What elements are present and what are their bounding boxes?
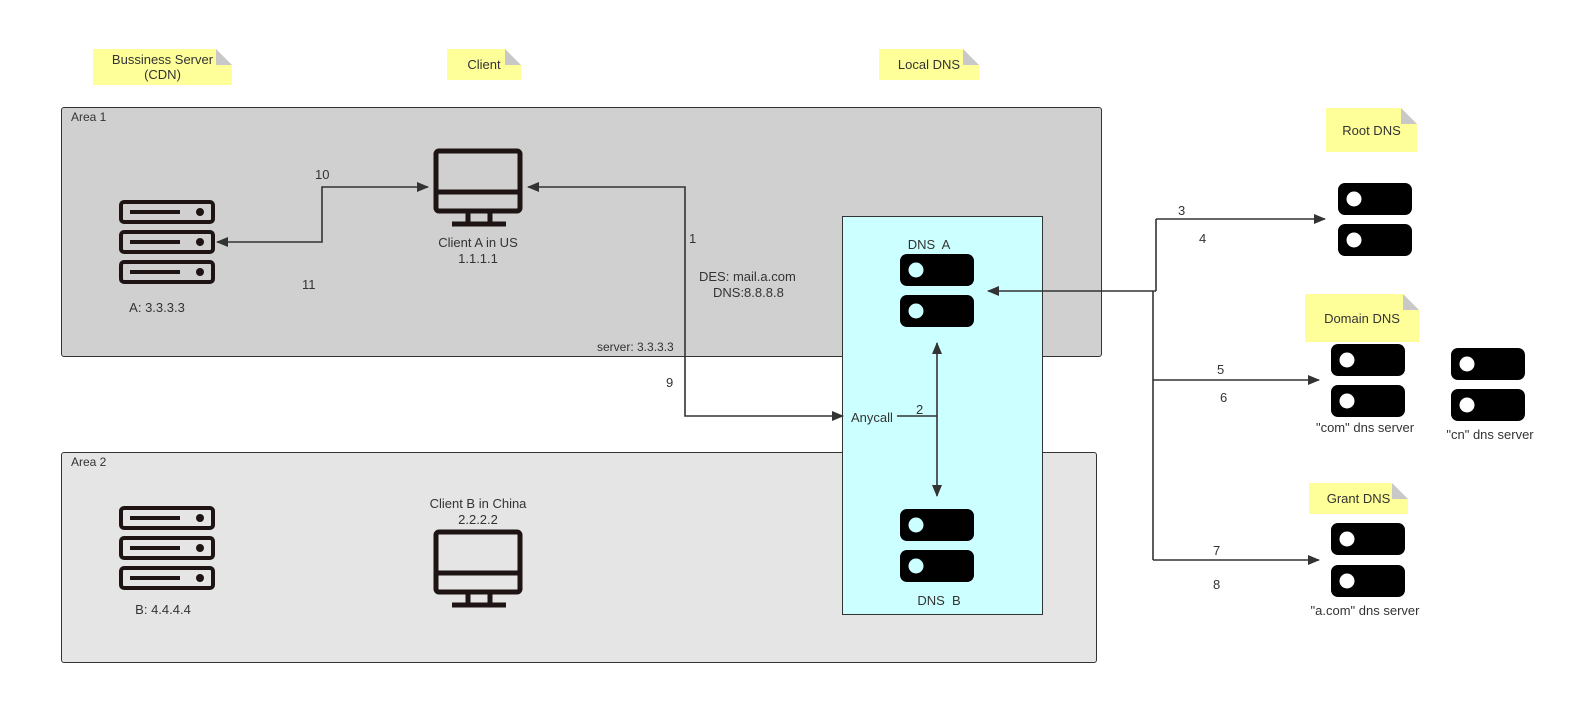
com-dns-server-icon (1331, 344, 1405, 417)
note-client: Client (447, 49, 521, 80)
com-dns-server-label: "com" dns server (1315, 420, 1415, 435)
acom-dns-server-icon (1331, 523, 1405, 597)
client-a-ip: 1.1.1.1 (458, 251, 498, 266)
dns-b-server-icon (900, 509, 974, 582)
step-9: 9 (666, 375, 674, 390)
client-b-ip: 2.2.2.2 (458, 512, 498, 527)
rack-server-b-icon (119, 506, 215, 590)
step-4: 4 (1199, 231, 1207, 246)
step-2: 2 (916, 402, 924, 417)
dns-a-label: DNS A (907, 237, 951, 252)
client-b-name: Client B in China (429, 496, 527, 511)
cn-dns-server-icon (1451, 348, 1525, 421)
dns-b-label: DNS B (917, 593, 961, 608)
step-5: 5 (1217, 362, 1225, 377)
step-3: 3 (1178, 203, 1186, 218)
cn-dns-server-label: "cn" dns server (1446, 427, 1534, 442)
note-domain-dns: Domain DNS (1305, 294, 1419, 342)
monitor-client-a-icon (433, 148, 523, 227)
step-11: 11 (302, 277, 316, 292)
note-business-server-text: Bussiness Server (CDN) (111, 52, 214, 82)
note-root-dns-text: Root DNS (1342, 122, 1401, 138)
area-1-label: Area 1 (71, 110, 107, 124)
root-dns-server-icon (1338, 183, 1412, 256)
note-local-dns-text: Local DNS (897, 57, 961, 72)
annotation-dns: DNS:8.8.8.8 (713, 285, 784, 300)
note-domain-dns-text: Domain DNS (1324, 310, 1400, 326)
step-8: 8 (1213, 577, 1221, 592)
server-b-label: B: 4.4.4.4 (135, 602, 191, 617)
rack-server-a-icon (119, 200, 215, 284)
note-business-server: Bussiness Server (CDN) (93, 49, 232, 85)
edge-server-a-client-a (216, 182, 429, 247)
note-client-text: Client (467, 57, 501, 72)
anycall-label: Anycall (851, 410, 893, 425)
area-2-label: Area 2 (71, 455, 107, 469)
note-grant-dns-text: Grant DNS (1326, 491, 1391, 506)
dns-a-server-icon (900, 254, 974, 327)
server-a-label: A: 3.3.3.3 (129, 300, 185, 315)
note-grant-dns: Grant DNS (1309, 483, 1408, 514)
note-local-dns: Local DNS (879, 49, 979, 80)
client-a-name: Client A in US (438, 235, 518, 250)
edge-client-a-anycall (527, 182, 844, 421)
acom-dns-server-label: "a.com" dns server (1310, 603, 1420, 618)
monitor-client-b-icon (433, 529, 523, 608)
step-6: 6 (1220, 390, 1228, 405)
annotation-server: server: 3.3.3.3 (597, 340, 674, 354)
annotation-des: DES: mail.a.com (699, 269, 796, 284)
step-1: 1 (689, 231, 697, 246)
step-10: 10 (315, 167, 330, 182)
step-7: 7 (1213, 543, 1221, 558)
note-root-dns: Root DNS (1326, 108, 1417, 152)
